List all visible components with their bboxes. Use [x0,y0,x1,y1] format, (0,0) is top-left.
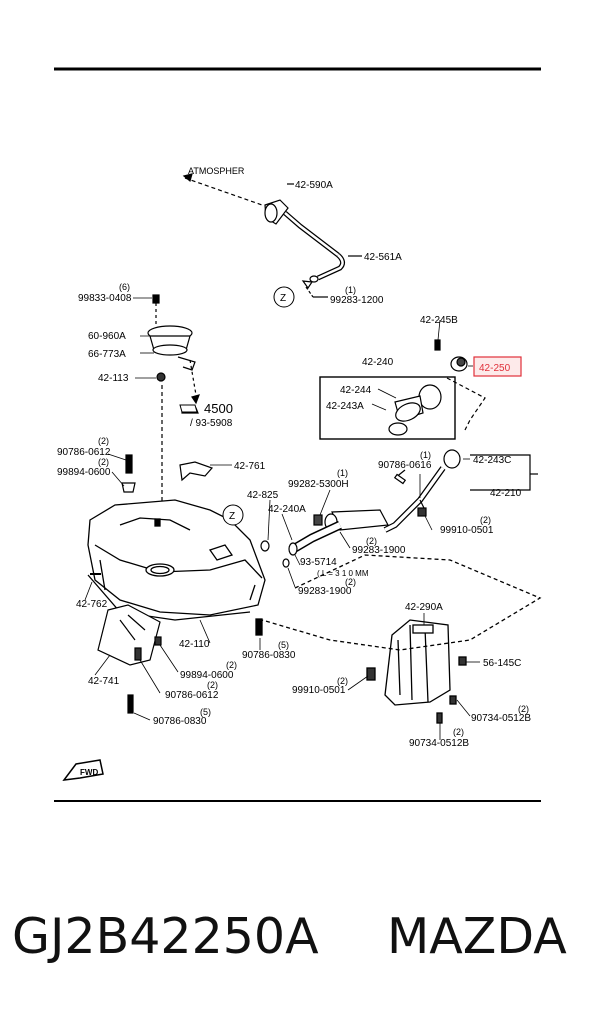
label-qty-99894-0600-a: (2) [98,457,109,467]
label-99283-1200: 99283-1200 [330,295,384,306]
filler-neck-assembly [260,339,538,568]
label-42-243A: 42-243A [326,401,364,412]
label-99894-0600-a: 99894-0600 [57,467,111,478]
label-66-773A: 66-773A [88,349,126,360]
fwd-arrow-icon [62,759,104,781]
label-42-245B: 42-245B [420,315,458,326]
label-42-741: 42-741 [88,676,120,687]
reference-clip-icon [179,404,198,413]
label-42-240A: 42-240A [268,504,306,515]
part-labels: ATMOSPHER 42-590A 42-561A Z (1) 99283-12… [57,166,531,777]
label-90786-0612-b: 90786-0612 [165,690,219,701]
label-qty-99910-0501-b: (2) [337,676,348,686]
highlight-box-42-250 [473,356,522,377]
label-42-244: 42-244 [340,385,372,396]
label-60-960A: 60-960A [88,331,126,342]
label-42-113: 42-113 [98,373,129,384]
label-qty-99894-0600-b: (2) [226,660,237,670]
label-99283-1900-b: 99283-1900 [298,586,352,597]
label-qty-90786-0830-a: (5) [278,640,289,650]
label-42-561A: 42-561A [364,252,402,263]
label-42-590A: 42-590A [295,180,333,191]
fuel-tank-exploded-diagram: ATMOSPHER 42-590A 42-561A Z (1) 99283-12… [54,67,542,802]
label-90734-0512B-b: 90734-0512B [409,738,469,749]
label-qty-90734-0512B-b: (2) [453,727,464,737]
label-99282-5300H: 99282-5300H [288,479,349,490]
label-42-761: 42-761 [234,461,266,472]
label-qty-99282-5300H: (1) [337,468,348,478]
fuel-pump-unit [147,294,200,550]
label-z-top: Z [280,293,286,304]
label-42-250: 42-250 [479,363,511,374]
label-90734-0512B-a: 90734-0512B [471,713,531,724]
label-90786-0830-b: 90786-0830 [153,716,207,727]
fuel-tank [87,499,266,621]
label-42-762: 42-762 [76,599,108,610]
label-z-mid: Z [229,511,235,522]
label-99894-0600-b: 99894-0600 [180,670,234,681]
label-90786-0612-a: 90786-0612 [57,447,111,458]
label-qty-99283-1900-a: (2) [366,536,377,546]
label-56-145C: 56-145C [483,658,521,669]
label-42-825: 42-825 [247,490,279,501]
label-4500: 4500 [204,401,233,416]
z-circle-top [273,286,295,308]
label-qty-99910-0501-a: (2) [480,515,491,525]
z-circle-mid [222,504,244,526]
label-qty-90786-0612-b: (2) [207,680,218,690]
label-qty-90786-0830-b: (5) [200,707,211,717]
label-qty-90786-0612-a: (2) [98,436,109,446]
label-42-110: 42-110 [179,639,210,650]
label-qty-90786-0616: (1) [420,450,431,460]
label-qty-90734-0512B-a: (2) [518,704,529,714]
label-99910-0501-a: 99910-0501 [440,525,494,536]
label-qty-99833-0408: (6) [119,282,130,292]
breather-hose-assembly [182,173,362,298]
label-90786-0830-a: 90786-0830 [242,650,296,661]
label-99283-1900-a: 99283-1900 [352,545,406,556]
caption: GJ2B42250A MAZDA [0,900,600,980]
label-93-5714-length: ( L = 3 1 0 MM [317,569,369,578]
label-99833-0408: 99833-0408 [78,293,132,304]
label-42-243C: 42-243C [473,455,511,466]
part-number: GJ2B42250A [12,908,319,965]
brand-name: MAZDA [387,908,567,965]
label-42-290A: 42-290A [405,602,443,613]
leader-lines [84,297,480,740]
heat-shield [255,554,542,724]
label-atmospher: ATMOSPHER [188,166,245,176]
label-90786-0616: 90786-0616 [378,460,432,471]
label-fwd: FWD [80,768,98,777]
label-42-240: 42-240 [362,357,394,368]
label-qty-99283-1200: (1) [345,285,356,295]
label-93-5714: 93-5714 [300,557,337,568]
label-qty-99283-1900-b: (2) [345,577,356,587]
label-42-210: 42-210 [490,488,522,499]
label-93-5908: / 93-5908 [190,418,233,429]
label-99910-0501-b: 99910-0501 [292,685,346,696]
tank-bracket [90,454,214,714]
